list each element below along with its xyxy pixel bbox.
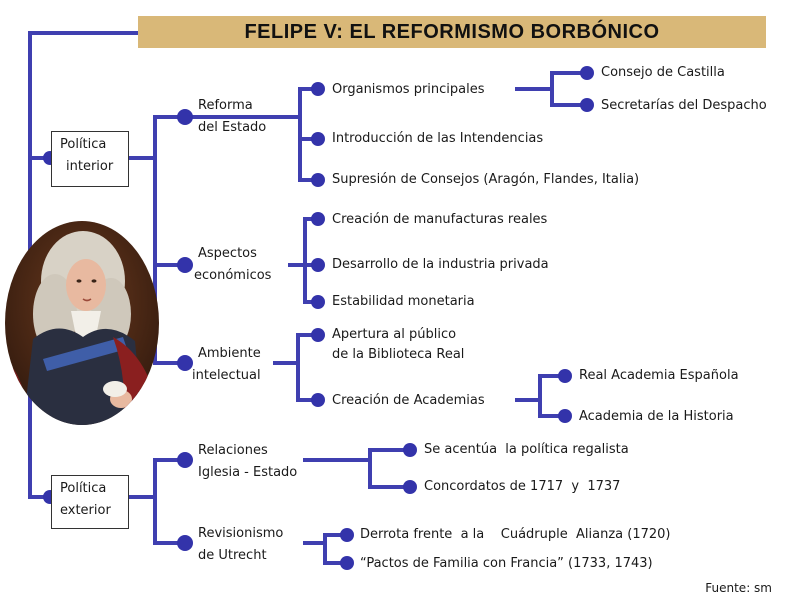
- iglesia-label: Relaciones Iglesia - Estado: [198, 440, 297, 484]
- manufacturas-label: Creación de manufacturas reales: [332, 212, 548, 227]
- intelectual-line1: Ambiente: [198, 346, 261, 361]
- economicos-label: Aspectos económicos: [194, 243, 271, 287]
- apertura-line1: Apertura al público: [332, 327, 457, 342]
- supresion-label: Supresión de Consejos (Aragón, Flandes, …: [332, 172, 640, 187]
- intendencias-label: Introducción de las Intendencias: [332, 131, 544, 146]
- node-manufacturas: [311, 212, 325, 226]
- politica-exterior-line1: Política: [60, 481, 107, 496]
- node-utrecht: [177, 535, 193, 551]
- node-pactos: [340, 556, 354, 570]
- node-supresion: [311, 173, 325, 187]
- intelectual-line2: intelectual: [192, 368, 261, 383]
- node-intelectual: [177, 355, 193, 371]
- industria-label: Desarrollo de la industria privada: [332, 257, 549, 272]
- politica-interior-line1: Política: [60, 137, 107, 152]
- node-industria: [311, 258, 325, 272]
- utrecht-label: Revisionismo de Utrecht: [198, 523, 283, 567]
- node-consejo-castilla: [580, 66, 594, 80]
- node-estabilidad: [311, 295, 325, 309]
- academias-label: Creación de Academias: [332, 393, 485, 408]
- politica-exterior-box: Política exterior: [51, 475, 129, 529]
- node-reforma: [177, 109, 193, 125]
- node-regalista: [403, 443, 417, 457]
- rae-label: Real Academia Española: [579, 368, 739, 383]
- pactos-label: “Pactos de Familia con Francia” (1733, 1…: [360, 556, 653, 571]
- page-title: FELIPE V: EL REFORMISMO BORBÓNICO: [244, 20, 660, 43]
- apertura-label: Apertura al público de la Biblioteca Rea…: [332, 324, 464, 366]
- node-historia: [558, 409, 572, 423]
- estabilidad-label: Estabilidad monetaria: [332, 294, 475, 309]
- title-bar: FELIPE V: EL REFORMISMO BORBÓNICO: [138, 16, 766, 48]
- utrecht-line1: Revisionismo: [198, 526, 284, 541]
- politica-interior-line2: interior: [66, 159, 114, 174]
- historia-label: Academia de la Historia: [579, 409, 734, 424]
- reforma-line2: del Estado: [198, 120, 267, 135]
- node-secretarias: [580, 98, 594, 112]
- concordatos-label: Concordatos de 1717 y 1737: [424, 479, 621, 494]
- node-economicos: [177, 257, 193, 273]
- node-academias: [311, 393, 325, 407]
- politica-exterior-line2: exterior: [60, 503, 111, 518]
- node-apertura: [311, 328, 325, 342]
- node-derrota: [340, 528, 354, 542]
- iglesia-line2: Iglesia - Estado: [198, 465, 298, 480]
- iglesia-line1: Relaciones: [198, 443, 268, 458]
- regalista-label: Se acentúa la política regalista: [424, 442, 629, 457]
- node-rae: [558, 369, 572, 383]
- secretarias-label: Secretarías del Despacho: [601, 98, 767, 113]
- node-concordatos: [403, 480, 417, 494]
- apertura-line2: de la Biblioteca Real: [332, 347, 465, 362]
- consejo-castilla-label: Consejo de Castilla: [601, 65, 725, 80]
- node-iglesia: [177, 452, 193, 468]
- source-note: Fuente: sm: [705, 581, 772, 595]
- utrecht-line2: de Utrecht: [198, 548, 267, 563]
- node-organismos: [311, 82, 325, 96]
- node-intendencias: [311, 132, 325, 146]
- organismos-label: Organismos principales: [332, 82, 485, 97]
- economicos-line1: Aspectos: [198, 246, 257, 261]
- politica-interior-box: Política interior: [51, 131, 129, 187]
- intelectual-label: Ambiente intelectual: [192, 343, 261, 387]
- economicos-line2: económicos: [194, 268, 272, 283]
- portrait-icon: [5, 221, 159, 425]
- reforma-label: Reforma del Estado: [198, 95, 266, 139]
- reforma-line1: Reforma: [198, 98, 253, 113]
- derrota-label: Derrota frente a la Cuádruple Alianza (1…: [360, 527, 671, 542]
